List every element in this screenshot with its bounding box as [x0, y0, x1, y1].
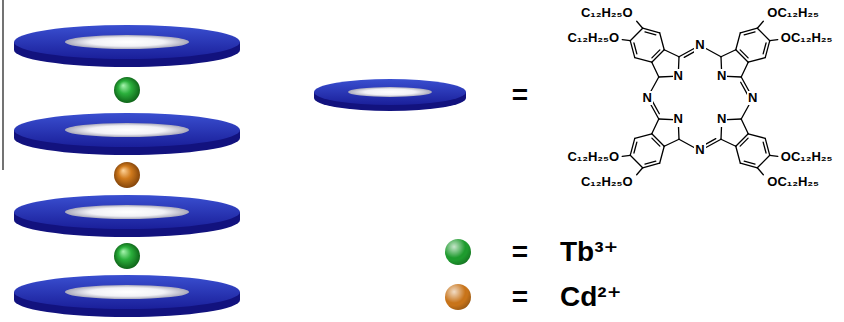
- bond-line: [630, 155, 642, 167]
- bond-line: [635, 134, 652, 139]
- bond-line: [652, 62, 659, 77]
- bond-line: [736, 33, 741, 50]
- bond-line: [645, 32, 656, 35]
- atom-label: N: [642, 91, 653, 106]
- cd-ion: [114, 162, 140, 188]
- bond-line: [622, 40, 630, 41]
- bond-line: [634, 43, 637, 54]
- bond-line: [652, 119, 659, 134]
- atom-label: N: [716, 69, 727, 84]
- bond-line: [637, 168, 643, 175]
- bond-line: [664, 139, 679, 146]
- pc-disc: [14, 195, 240, 237]
- legend-swatch: [445, 239, 471, 265]
- atom-label: N: [694, 143, 705, 158]
- bond-line: [744, 161, 755, 164]
- bond-line: [660, 33, 665, 50]
- bond-line: [721, 139, 736, 146]
- bond-line: [652, 100, 659, 113]
- substituent-label: C₁₂H₂₅O: [567, 31, 619, 46]
- tb-ion: [114, 77, 140, 103]
- legend-text: Cd²⁺: [560, 281, 621, 313]
- bond-line: [652, 138, 660, 146]
- atom-label: N: [694, 38, 705, 53]
- legend-text: Tb³⁺: [560, 236, 618, 268]
- pc-disc: [14, 25, 240, 67]
- bond-line: [622, 155, 630, 156]
- bond-line: [770, 155, 778, 156]
- bond-line: [757, 168, 763, 175]
- edge-line: [2, 0, 4, 170]
- bond-line: [770, 40, 778, 41]
- bond-line: [741, 62, 748, 77]
- bond-line: [736, 50, 748, 62]
- pc-disc: [14, 113, 240, 155]
- substituent-label: C₁₂H₂₅O: [581, 175, 633, 190]
- bond-line: [736, 146, 741, 163]
- legend-swatch: [445, 284, 471, 310]
- substituent-label: OC₁₂H₂₅: [781, 31, 833, 46]
- substituent-label: OC₁₂H₂₅: [767, 175, 819, 190]
- bond-line: [721, 50, 736, 57]
- atom-label: N: [673, 69, 684, 84]
- substituent-label: OC₁₂H₂₅: [767, 6, 819, 21]
- bond-line: [652, 50, 664, 62]
- bond-line: [757, 21, 763, 28]
- bond-line: [748, 134, 765, 139]
- substituent-label: C₁₂H₂₅O: [567, 150, 619, 165]
- bond-line: [757, 155, 769, 167]
- tb-ion: [114, 243, 140, 269]
- bond-line: [740, 50, 748, 58]
- atom-label: N: [673, 112, 684, 127]
- bond-line: [757, 28, 769, 40]
- equals-sign: =: [512, 236, 528, 268]
- bond-line: [763, 142, 766, 153]
- bond-line: [630, 28, 642, 40]
- bond-line: [740, 138, 748, 146]
- bond-line: [736, 134, 748, 146]
- bond-line: [634, 142, 637, 153]
- bond-line: [664, 50, 679, 57]
- bond-line: [741, 119, 748, 134]
- bond-line: [744, 32, 755, 35]
- pc-disc: [14, 275, 240, 317]
- bond-line: [635, 58, 652, 63]
- bond-line: [645, 161, 656, 164]
- equals-sign: =: [512, 79, 528, 111]
- pc-disc: [314, 79, 466, 111]
- bond-line: [748, 58, 765, 63]
- atom-label: N: [747, 91, 758, 106]
- bond-line: [637, 21, 643, 28]
- atom-label: N: [716, 112, 727, 127]
- bond-line: [652, 50, 660, 58]
- equals-sign: =: [512, 281, 528, 313]
- bond-line: [763, 43, 766, 54]
- bond-line: [660, 146, 665, 163]
- substituent-label: OC₁₂H₂₅: [781, 150, 833, 165]
- bond-line: [652, 134, 664, 146]
- substituent-label: C₁₂H₂₅O: [581, 6, 633, 21]
